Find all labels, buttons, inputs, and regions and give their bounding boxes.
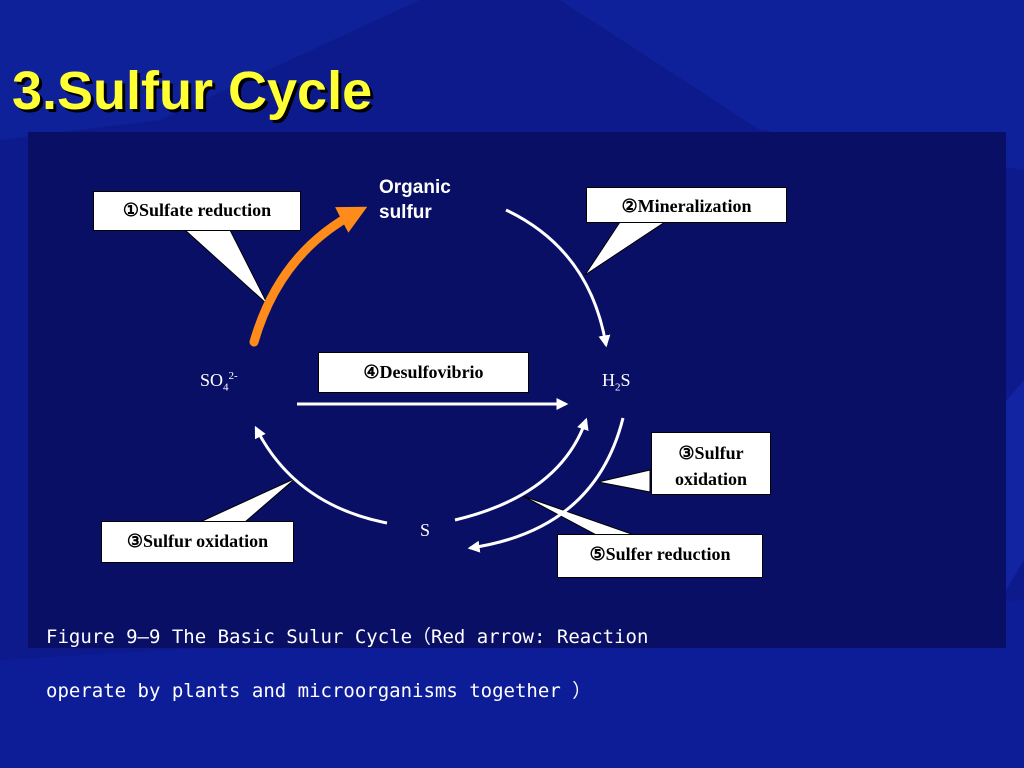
label-sulfer-reduction: ⑤Sulfer reduction: [557, 534, 763, 578]
sulfate-formula-superscript: 2-: [228, 370, 238, 382]
callout-pointer-sulfur-oxidation-left: [199, 477, 297, 523]
sulfate-formula-subscript: 4: [223, 381, 229, 394]
callout-pointer-mineralization: [584, 221, 667, 276]
node-sulfate: SO42-: [200, 370, 238, 394]
h2s-formula-s: S: [620, 370, 631, 390]
label-sulfur-oxidation-left: ③Sulfur oxidation: [101, 521, 294, 563]
arrow-sulfur-to-h2s: [454, 417, 589, 522]
h2s-formula-subscript: 2: [615, 381, 621, 394]
figure-caption-line-2: operate by plants and microorganisms tog…: [46, 680, 592, 702]
label-sulfate-reduction: ①Sulfate reduction: [93, 191, 301, 231]
node-hydrogen-sulfide: H2S: [602, 370, 631, 394]
callout-pointer-sulfur-oxidation-right: [597, 469, 651, 493]
label-mineralization: ②Mineralization: [586, 187, 787, 223]
figure-caption-line-1: Figure 9—9 The Basic Sulur Cycle（Red arr…: [46, 626, 649, 648]
label-desulfovibrio: ④Desulfovibrio: [318, 352, 529, 393]
arrow-sulfate-to-organic: [249, 206, 368, 347]
label-sulfur-oxidation-right: ③Sulfur oxidation: [651, 432, 771, 495]
arrow-organic-to-h2s: [505, 208, 611, 348]
arrow-sulfur-to-sulfate: [254, 425, 388, 525]
arrow-h2s-to-sulfur: [467, 417, 625, 553]
h2s-formula-h: H: [602, 370, 615, 390]
callout-pointer-sulfate-reduction: [183, 229, 269, 306]
slide-title: 3.Sulfur Cycle: [12, 61, 373, 121]
node-sulfur: S: [420, 520, 431, 540]
node-organic-sulfur: Organic sulfur: [379, 177, 451, 223]
callout-pointer-sulfer-reduction: [522, 495, 641, 538]
sulfate-formula-base: SO: [200, 370, 224, 390]
